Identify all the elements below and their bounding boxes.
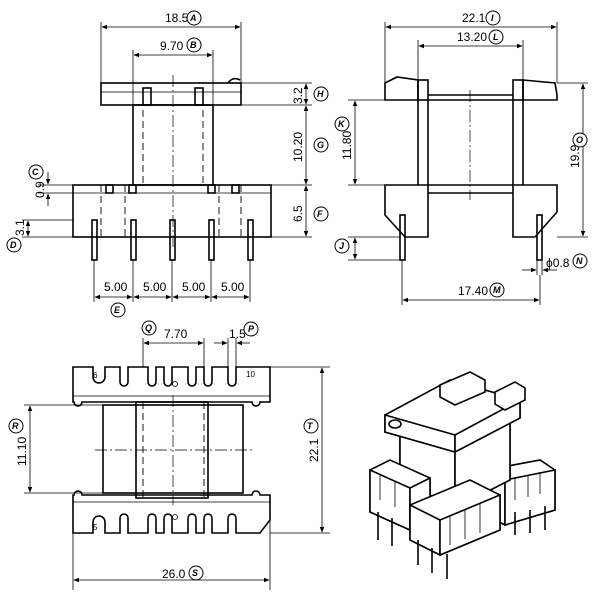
front-pins [91, 219, 254, 261]
dim-F-label: F [317, 209, 323, 219]
dim-P-label: P [248, 324, 255, 334]
pin-label-5: 5 [93, 523, 98, 532]
dim-Q-label: Q [145, 323, 152, 333]
dim-M-label: M [493, 285, 501, 295]
dim-A-value: 18.5 [165, 11, 189, 25]
front-top-flange [100, 82, 242, 106]
dim-C-value: 0.9 [33, 181, 47, 198]
side-pin-right [536, 214, 543, 261]
dim-N-value: ϕ0.8 [546, 256, 570, 270]
dim-B-label: B [190, 40, 197, 50]
side-pin-left [399, 214, 406, 261]
dim-M-value: 17.40 [458, 284, 488, 298]
pin-label-10: 10 [246, 370, 255, 379]
dim-S-label: S [192, 568, 198, 578]
dim-L-value: 13.20 [457, 30, 487, 44]
dim-J-label: J [339, 241, 345, 251]
dim-L-label: L [493, 32, 499, 42]
dim-T-label: T [307, 421, 314, 431]
dim-H-value: 3.2 [291, 87, 305, 104]
dim-R-value: 11.10 [15, 437, 29, 466]
top-flange-lower [72, 490, 271, 534]
dim-K-value: 11.80 [340, 131, 354, 160]
pitch-4-value: 5.00 [221, 280, 245, 294]
pitch-1-value: 5.00 [104, 280, 128, 294]
side-top-flange-right [522, 79, 558, 101]
front-slots [105, 184, 240, 194]
dim-F-value: 6.5 [291, 205, 305, 222]
dim-E-label: E [114, 305, 121, 315]
pin-label-6: 6 [93, 371, 98, 380]
dim-O-value: 19.9 [568, 144, 582, 168]
dim-O-label: O [576, 135, 583, 145]
dim-G-value: 10.20 [291, 132, 305, 162]
side-view: 22.1 I 13.20 L 11.80 K 19.9 O J [334, 10, 588, 305]
top-view: 6 10 5 7.70 Q 1.5 P 11.10 [8, 320, 330, 590]
isometric-view [369, 371, 556, 579]
dim-C-label: C [32, 167, 39, 177]
side-base-right [512, 184, 558, 238]
front-base [72, 184, 272, 238]
dim-K-label: K [338, 119, 346, 129]
dim-I-label: I [491, 13, 494, 23]
dim-P-value: 1.5 [229, 327, 246, 341]
dim-A-label: A [189, 13, 197, 23]
dim-R-label: R [12, 421, 19, 431]
dim-T-value: 22.1 [307, 438, 321, 462]
pitch-2-value: 5.00 [143, 280, 167, 294]
dim-D-label: D [10, 240, 17, 250]
dim-B-value: 9.70 [160, 39, 184, 53]
dim-S-value: 26.0 [162, 567, 186, 581]
top-flange-upper [72, 366, 271, 407]
dim-N-label: N [576, 256, 583, 266]
side-top-flange-left [384, 76, 419, 101]
dim-I-value: 22.1 [462, 11, 486, 25]
pitch-3-value: 5.00 [182, 280, 206, 294]
dim-D-value: 3.1 [13, 219, 27, 236]
front-view: 18.5 A 9.70 B 3.2 H 10.20 G 6.5 F 0 [6, 10, 329, 318]
dim-Q-value: 7.70 [164, 327, 188, 341]
dim-H-label: H [317, 89, 324, 99]
side-base-left [384, 184, 429, 238]
dim-G-label: G [317, 140, 324, 150]
